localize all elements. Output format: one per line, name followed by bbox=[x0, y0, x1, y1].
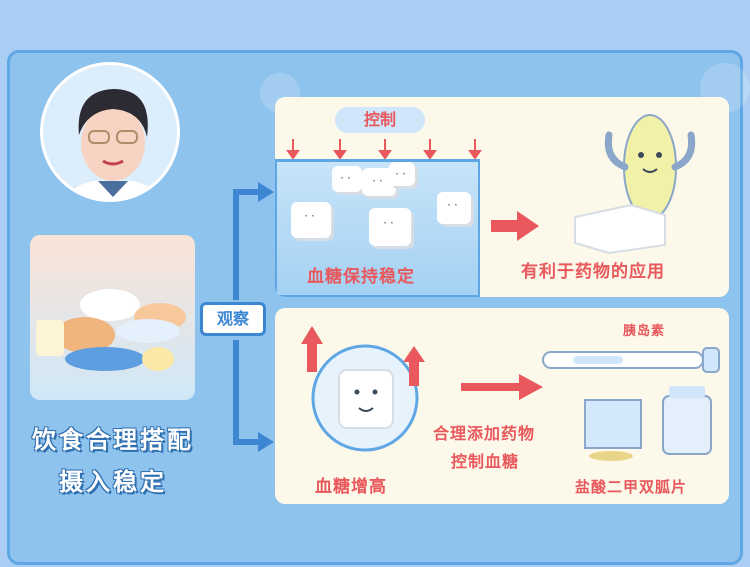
diet-caption-line2: 摄入稳定 bbox=[59, 468, 167, 496]
control-label: 控制 bbox=[335, 107, 425, 133]
observe-badge: 观察 bbox=[200, 302, 266, 336]
rising-sugar-icon bbox=[301, 326, 425, 452]
right-arrow-icon bbox=[491, 211, 539, 241]
medicine-box-icon bbox=[584, 386, 712, 461]
insulin-pen-icon bbox=[542, 347, 720, 373]
rise-label: 血糖增高 bbox=[315, 477, 387, 497]
doctor-portrait-icon bbox=[65, 89, 161, 199]
diet-caption-line1: 饮食合理搭配 bbox=[32, 426, 194, 454]
rise-panel: 血糖增高 合理添加药物 控制血糖 胰岛素 盐酸二甲双胍片 bbox=[275, 308, 729, 504]
sugar-cube-icon bbox=[332, 166, 362, 192]
food-illustration bbox=[30, 235, 195, 400]
pill-mascot-icon bbox=[574, 114, 696, 255]
sugar-cube-container: 血糖保持稳定 bbox=[275, 159, 480, 297]
branch-arrows-icon bbox=[233, 182, 274, 452]
down-arrows-icon bbox=[286, 139, 482, 160]
sugar-cube-icon bbox=[389, 162, 415, 186]
doctor-avatar bbox=[40, 62, 180, 202]
right-arrow-icon bbox=[461, 374, 543, 400]
stable-label: 血糖保持稳定 bbox=[307, 267, 415, 287]
benefit-label: 有利于药物的应用 bbox=[521, 262, 665, 282]
sugar-cube-icon bbox=[369, 208, 411, 246]
sugar-cube-icon bbox=[437, 192, 471, 224]
food-icon bbox=[36, 289, 186, 371]
add-drug-label-line1: 合理添加药物 bbox=[433, 424, 536, 443]
sugar-cube-icon bbox=[291, 202, 331, 238]
insulin-label: 胰岛素 bbox=[623, 324, 666, 339]
metformin-label: 盐酸二甲双胍片 bbox=[575, 478, 688, 496]
add-drug-label-line2: 控制血糖 bbox=[451, 452, 520, 471]
stable-panel: 控制 血糖保持稳定 有利于药物的应用 bbox=[275, 97, 729, 297]
